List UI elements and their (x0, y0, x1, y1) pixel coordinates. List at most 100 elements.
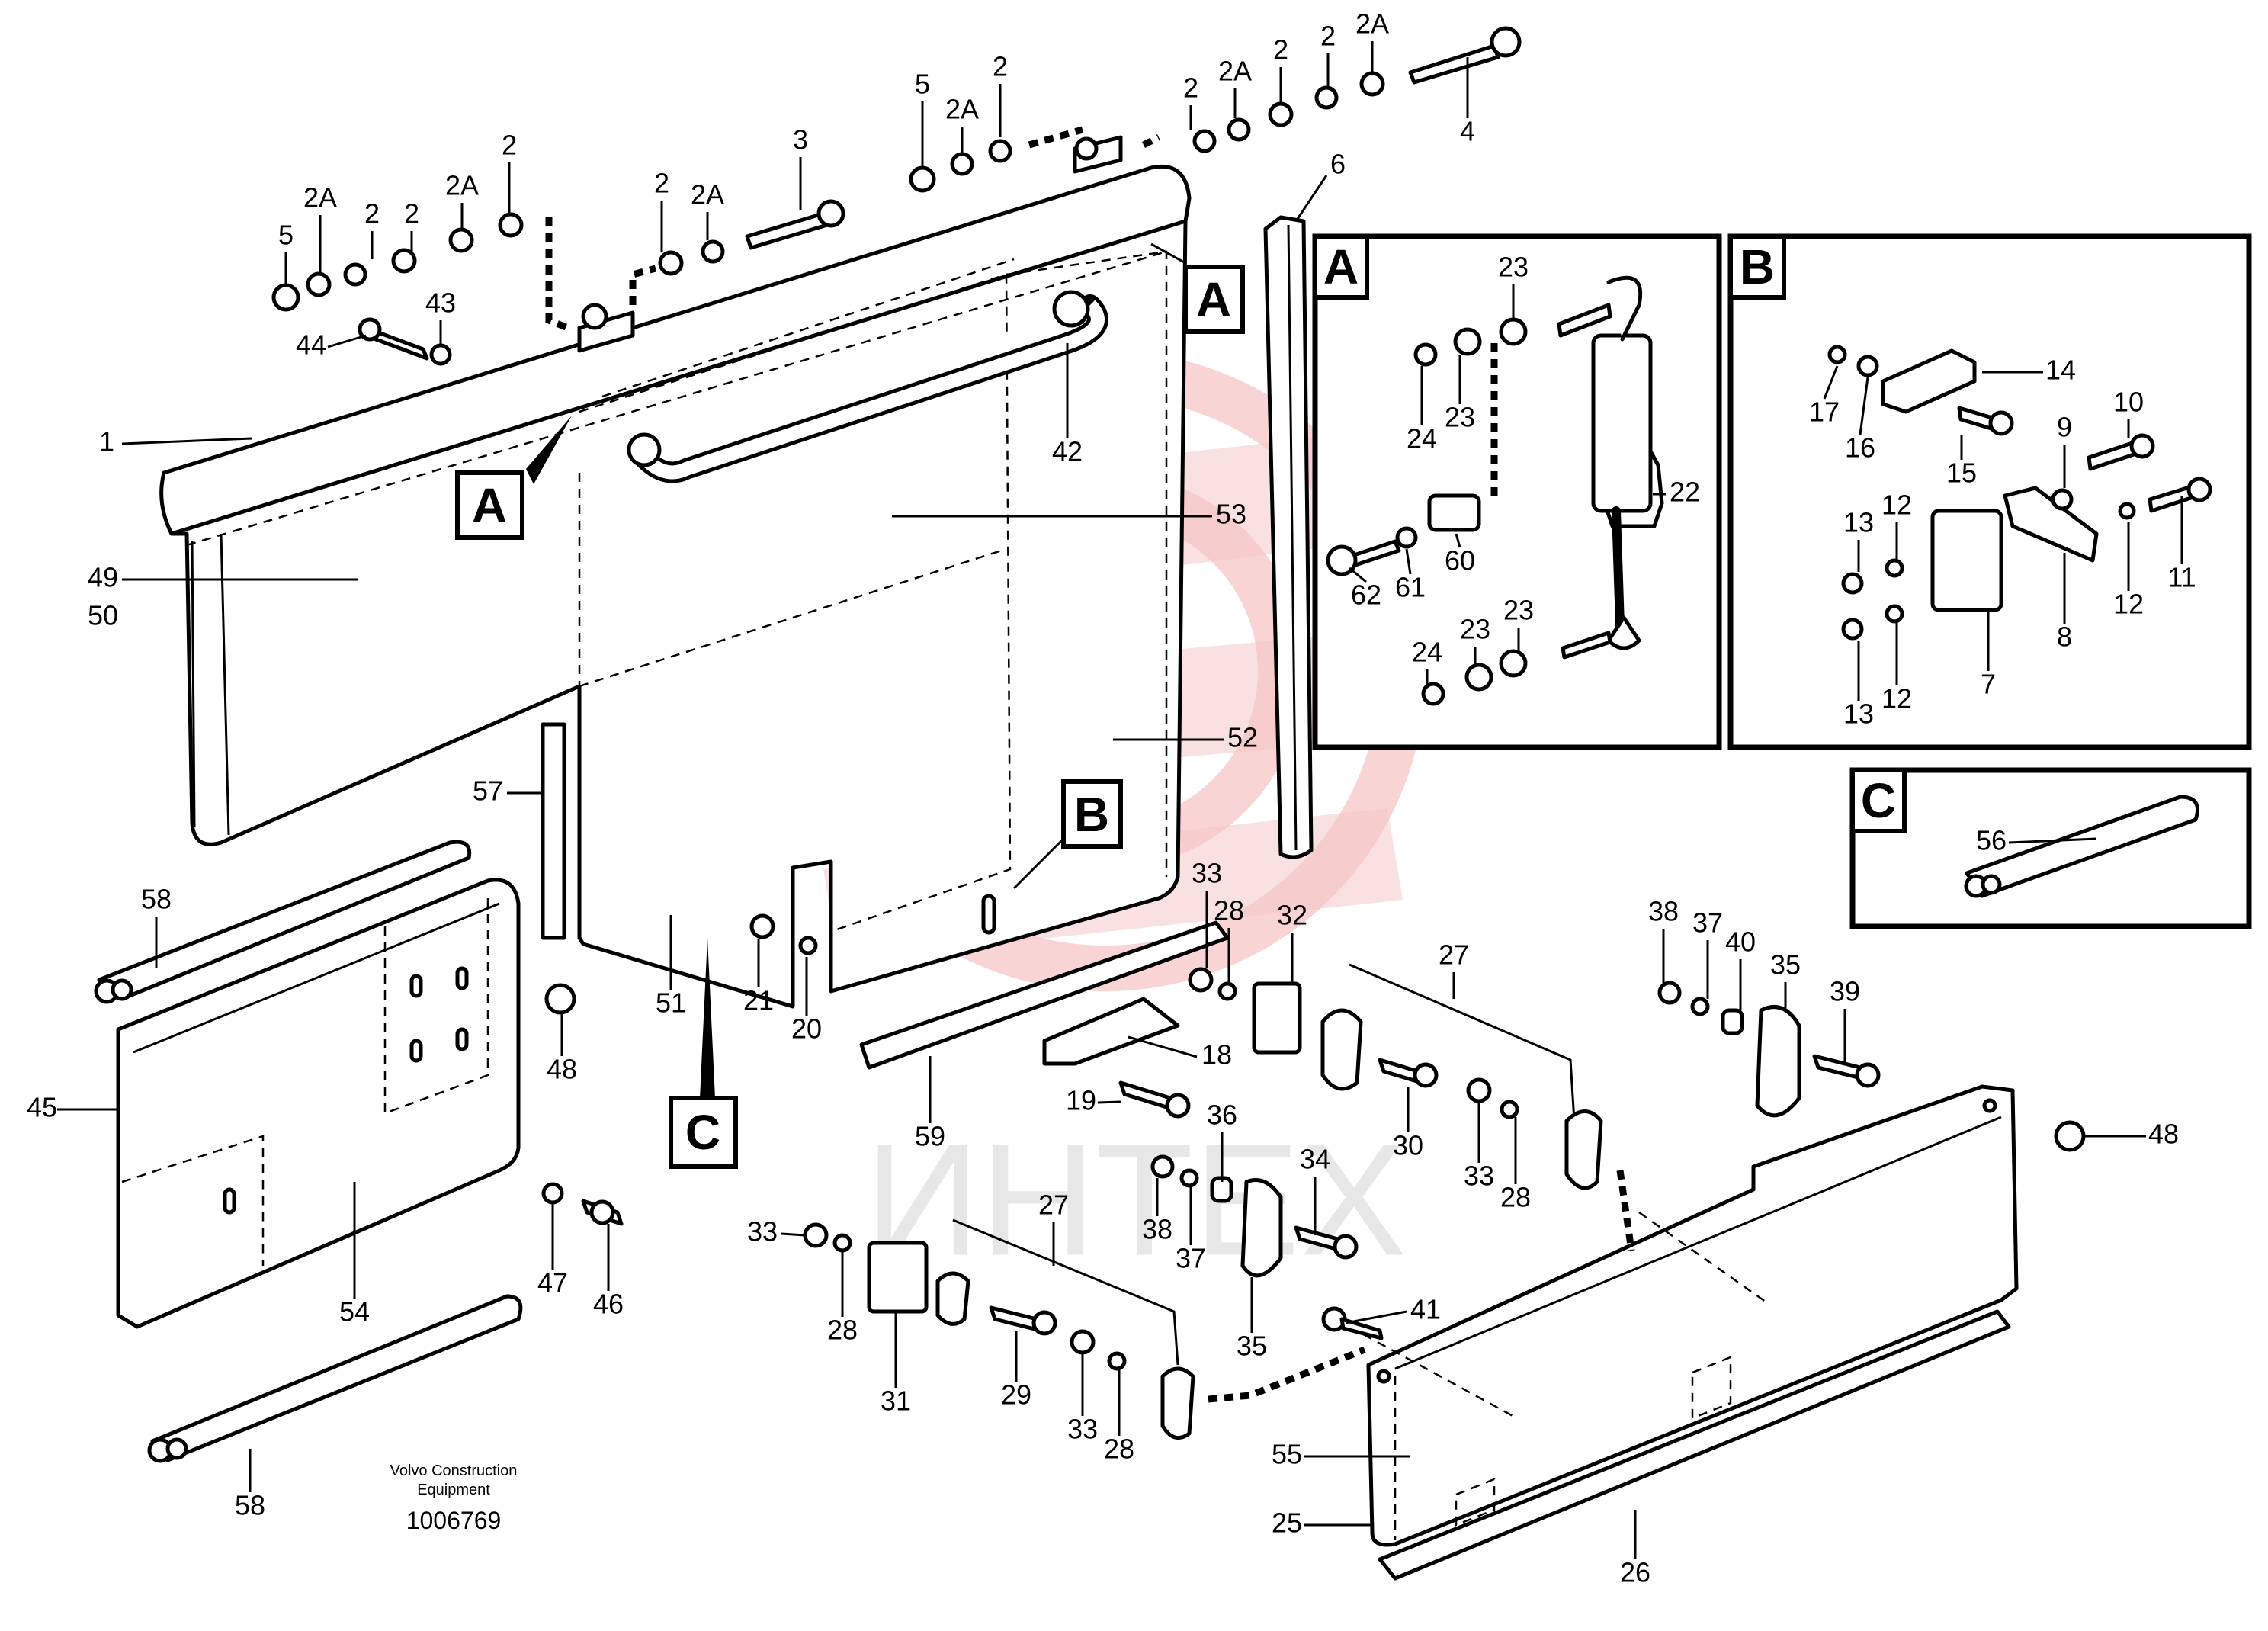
callout-c25: 25 (1272, 1507, 1302, 1539)
callout-c45: 45 (27, 1092, 57, 1123)
callout-c2h: 2 (1320, 21, 1336, 52)
callout-c19: 19 (1066, 1085, 1096, 1116)
svg-text:B: B (1074, 787, 1109, 842)
callout-c2b: 2 (404, 198, 419, 230)
callout-c16: 16 (1845, 432, 1875, 464)
callout-c33a: 33 (1192, 858, 1222, 889)
callout-c58a: 58 (141, 884, 172, 915)
callout-c48b: 48 (2148, 1119, 2179, 1150)
callout-c37a: 37 (1692, 907, 1723, 939)
tube-56 (1965, 795, 2199, 898)
watermark-text: ИНТЕХ (865, 1109, 1407, 1289)
callout-c49: 49 (88, 562, 118, 593)
callout-c10: 10 (2113, 387, 2144, 418)
callout-c28b: 28 (1500, 1182, 1531, 1213)
leader-c6 (1294, 175, 1328, 222)
upper-hinge-hardware-right (909, 26, 1522, 193)
callout-c31: 31 (881, 1385, 911, 1417)
callout-c22: 22 (1670, 477, 1700, 508)
gas-strut-22-body (1591, 333, 1653, 513)
callout-c50: 50 (88, 600, 118, 631)
callout-c20: 20 (791, 1013, 822, 1045)
callout-c13a: 13 (1843, 507, 1874, 538)
document-number: 1006769 (406, 1507, 502, 1534)
callout-c33c: 33 (747, 1216, 778, 1247)
bracket-18 (1042, 997, 1180, 1066)
plug-48-right (2054, 1120, 2086, 1152)
inset-b-letter: B (1740, 239, 1775, 294)
leader-c33c (781, 1232, 806, 1237)
callout-c30: 30 (1393, 1130, 1423, 1161)
callout-c15: 15 (1946, 458, 1977, 489)
callout-c43: 43 (425, 287, 456, 319)
callout-c2A2: 2A (445, 170, 479, 201)
callout-c23b: 23 (1445, 402, 1475, 433)
block-7 (1930, 509, 2003, 612)
credit-line-1: Volvo Construction (390, 1462, 518, 1479)
callout-c2d: 2 (654, 168, 669, 199)
leader-c61 (1405, 548, 1412, 575)
callout-c51: 51 (656, 987, 686, 1019)
upper-hinge-hardware-left (271, 199, 845, 366)
leader-c44 (327, 334, 367, 348)
leader-c1 (121, 437, 252, 445)
callout-c4: 4 (1460, 116, 1475, 147)
credit-line-2: Equipment (417, 1482, 490, 1498)
callout-c2e: 2 (993, 51, 1008, 82)
callout-c41: 41 (1410, 1294, 1441, 1325)
svg-text:A: A (472, 478, 507, 533)
hinge-block-32 (1252, 981, 1302, 1055)
callout-c42: 42 (1052, 436, 1083, 467)
tube-58-lower (147, 1294, 523, 1463)
callout-c28c: 28 (827, 1315, 858, 1346)
callout-c38b: 38 (1142, 1214, 1172, 1245)
callout-c12a: 12 (1881, 490, 1912, 521)
leader-c18 (1128, 1035, 1198, 1058)
callout-c24b: 24 (1412, 637, 1442, 668)
view-flag-c: C (669, 938, 738, 1169)
plug-48-left (544, 983, 576, 1015)
callout-c28d: 28 (1104, 1434, 1134, 1465)
view-flag-a-left: A (455, 416, 572, 540)
callout-c39: 39 (1830, 976, 1860, 1007)
seal-strip-6 (1263, 215, 1314, 859)
inset-view-c: C (1849, 767, 2252, 929)
callout-c23c: 23 (1460, 614, 1490, 645)
callout-c7: 7 (1981, 669, 1996, 700)
callout-c32: 32 (1277, 900, 1307, 931)
callout-c53: 53 (1216, 499, 1246, 530)
callout-c12c: 12 (1881, 683, 1912, 714)
hinge-group-lower (803, 1218, 1366, 1440)
callout-c35a: 35 (1770, 949, 1801, 981)
rail-59 (859, 920, 1230, 1070)
callout-c58b: 58 (235, 1490, 265, 1521)
view-flag-b: B (1012, 779, 1123, 890)
callout-c38a: 38 (1648, 896, 1679, 927)
leader-c19 (1097, 1100, 1121, 1104)
inset-view-a: A (1312, 233, 1722, 750)
callout-c2A6: 2A (1355, 8, 1389, 40)
callout-c52: 52 (1227, 722, 1258, 753)
credit-block: Volvo Construction Equipment 1006769 (390, 1462, 518, 1534)
leader-c16 (1859, 377, 1869, 435)
callout-c11: 11 (2167, 562, 2196, 593)
inset-view-b: B (1727, 233, 2252, 750)
callout-c27a: 27 (1439, 939, 1469, 971)
callout-c26: 26 (1620, 1557, 1650, 1588)
svg-text:A: A (1196, 272, 1231, 327)
leader-c56 (2008, 837, 2097, 844)
callout-c5b: 5 (915, 69, 930, 100)
bracket-14 (1881, 348, 1977, 414)
callout-c2A5: 2A (1218, 56, 1252, 87)
callout-c35b: 35 (1237, 1331, 1267, 1362)
callout-c56: 56 (1976, 825, 2007, 856)
callout-c55: 55 (1272, 1439, 1302, 1470)
callout-c17: 17 (1809, 397, 1840, 428)
callout-c8: 8 (2057, 621, 2072, 653)
callout-c34: 34 (1300, 1144, 1330, 1175)
callout-c60: 60 (1445, 545, 1475, 576)
callout-c2A3: 2A (691, 179, 724, 210)
callout-c9: 9 (2057, 412, 2072, 443)
